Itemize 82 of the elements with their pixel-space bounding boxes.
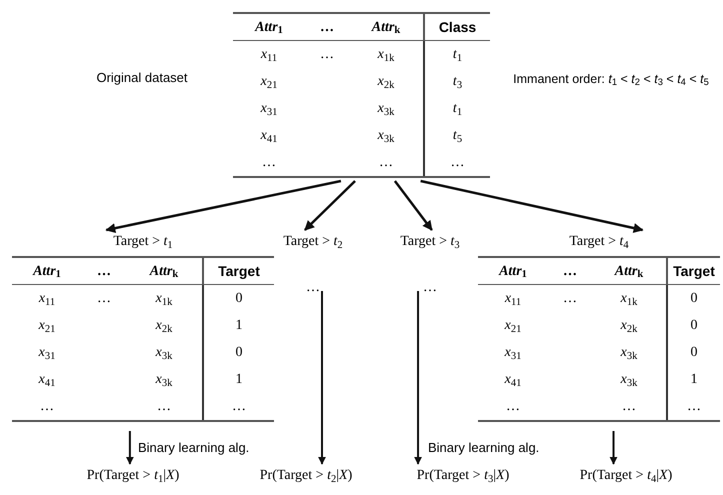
table-cell-text: 1	[236, 317, 242, 335]
table-cell-text: 0	[690, 317, 698, 335]
output-text: Pr(Target > t$_{1}$|X)	[86, 467, 180, 486]
arrow	[304, 180, 356, 231]
table-cell-text: x$_{2k}$	[620, 317, 638, 336]
table-cell-text: …	[379, 154, 393, 172]
table-cell-text: x$_{2k}$	[378, 73, 394, 92]
table-cell-text: x$_{31}$	[504, 344, 522, 363]
arrow	[394, 180, 433, 231]
table-cell-text: …	[450, 154, 464, 172]
table-cell-text: 0	[690, 344, 698, 362]
table-cell-text: x$_{1k}$	[378, 46, 394, 65]
table-cell-text: 0	[690, 290, 698, 308]
table-cell-text: x$_{3k}$	[620, 371, 638, 390]
table-cell-text: x$_{31}$	[38, 344, 56, 363]
table-cell-text: x$_{11}$	[38, 290, 56, 309]
edge-label: Binary learning alg.	[428, 440, 540, 455]
table-cell-text: x$_{41}$	[504, 371, 522, 390]
column-header: Attr$_{1}$	[255, 18, 283, 38]
table-cell-text: 0	[236, 344, 242, 362]
order-note: Immanent order: t$_{1}$ < t$_{2}$ < t$_{3}$ < t$_{4}$ < t$_{5}$	[512, 71, 710, 89]
column-header: Target	[673, 262, 715, 281]
table-cell-text: t$_{1}$	[452, 46, 462, 65]
table-cell-text: x$_{21}$	[38, 317, 56, 336]
table-cell-text: x$_{41}$	[260, 127, 278, 146]
table-cell-text: x$_{3k}$	[620, 344, 638, 363]
table-cell-text: …	[563, 290, 577, 308]
arrow	[414, 291, 422, 465]
output-text: Pr(Target > t$_{2}$|X)	[260, 467, 352, 486]
arrow	[126, 431, 134, 465]
table-cell-text: x$_{3k}$	[378, 100, 394, 119]
table-cell-text: x$_{3k}$	[156, 344, 172, 363]
column-header: Class	[438, 18, 476, 36]
table-cell-text: x$_{1k}$	[156, 290, 172, 309]
table-cell-text: x$_{21}$	[504, 317, 522, 336]
column-header: …	[563, 262, 577, 280]
table-cell-text: x$_{41}$	[38, 371, 56, 390]
arrow	[105, 180, 342, 234]
table-heading: Target > t$_{4}$	[569, 233, 629, 252]
table-cell-text: x$_{2k}$	[156, 317, 172, 336]
table-cell-text: x$_{3k}$	[378, 127, 394, 146]
table-heading: Target > t$_{2}$	[283, 233, 343, 252]
table-cell-text: x$_{1k}$	[620, 290, 638, 309]
ellipsis-text: …	[423, 279, 437, 297]
column-header: Attr$_{1}$	[33, 262, 61, 282]
table-cell-text: x$_{11}$	[504, 290, 522, 309]
table-cell-text: 1	[690, 371, 698, 389]
table-heading: Target > t$_{3}$	[400, 233, 460, 252]
table-cell-text: x$_{11}$	[260, 46, 278, 65]
table-cell-text: t$_{5}$	[452, 127, 462, 146]
edge-label: Binary learning alg.	[138, 440, 250, 455]
table-cell-text: …	[320, 46, 334, 64]
table-cell-text: 0	[236, 290, 242, 308]
table-cell-text: …	[622, 398, 636, 416]
output-text: Pr(Target > t$_{4}$|X)	[580, 467, 672, 486]
table-cell-text: …	[157, 398, 171, 416]
ellipsis-text: …	[306, 279, 320, 297]
table-cell-text: …	[97, 290, 111, 308]
column-header: Target	[218, 262, 260, 281]
column-header: …	[97, 262, 111, 280]
column-header: Attr$_{k}$	[150, 262, 178, 282]
column-header: Attr$_{k}$	[614, 262, 644, 282]
table-cell-text: 1	[236, 371, 242, 389]
table-cell-text: …	[262, 154, 276, 172]
table-cell-text: x$_{3k}$	[156, 371, 172, 390]
table-cell-text: t$_{1}$	[452, 100, 462, 119]
table-heading: Target > t$_{1}$	[113, 233, 173, 252]
column-header: Attr$_{k}$	[372, 18, 400, 38]
table-cell-text: …	[232, 398, 246, 416]
table-cell-text: …	[40, 398, 54, 416]
table-cell-text: …	[506, 398, 520, 416]
table-cell-text: …	[687, 398, 701, 416]
output-text: Pr(Target > t$_{3}$|X)	[416, 467, 510, 486]
column-header: …	[320, 18, 334, 36]
table-cell-text: t$_{3}$	[452, 73, 462, 92]
column-header: Attr$_{1}$	[499, 262, 527, 282]
arrow	[420, 180, 644, 233]
arrow	[318, 291, 326, 465]
table-cell-text: x$_{21}$	[260, 73, 278, 92]
arrow	[610, 431, 618, 465]
table-cell-text: x$_{31}$	[260, 100, 278, 119]
dataset-caption: Original dataset	[95, 69, 189, 87]
